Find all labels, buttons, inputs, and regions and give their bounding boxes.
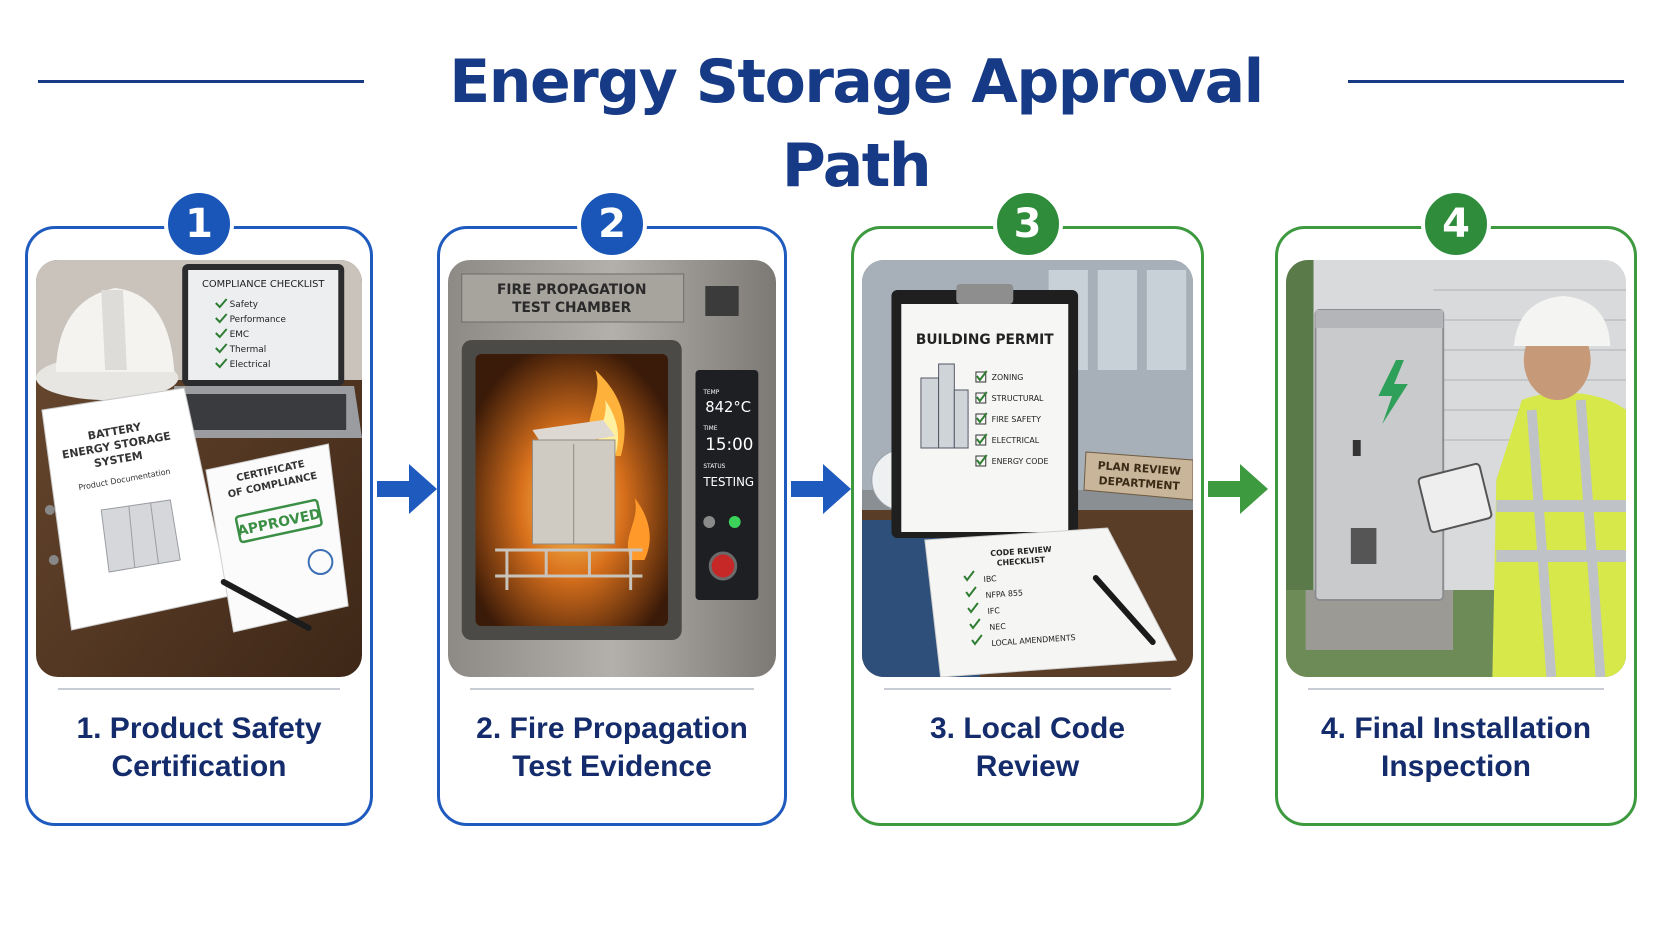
review-item: IFC (987, 606, 1000, 616)
step-photo-code-review: BUILDING PERMIT ZONING STRUCTURAL FIRE S… (862, 260, 1193, 677)
hardhat-icon (36, 288, 179, 400)
clipboard-icon (891, 284, 1079, 538)
lightning-bolt-icon (1378, 360, 1408, 424)
flow-arrow-right-icon (377, 464, 437, 514)
review-item: NFPA 855 (985, 588, 1023, 600)
pen-icon (220, 579, 312, 631)
status-readout: TESTING (702, 475, 754, 489)
clipboard-icon (1417, 462, 1493, 534)
step-label-line: 3. Local Code (929, 712, 1126, 745)
step-photo-certification: COMPLIANCE CHECKLIST Safety Performance … (36, 260, 362, 677)
chamber-title: FIRE PROPAGATION (497, 282, 646, 298)
temp-label: TEMP (702, 389, 719, 396)
card-divider (470, 688, 754, 690)
step-number-badge: 3 (992, 189, 1063, 259)
permit-item: ZONING (992, 373, 1024, 382)
page-title: Energy Storage Approval Path (449, 47, 1264, 201)
laptop-icon (166, 264, 362, 438)
indicator-light-icon (728, 516, 741, 528)
review-checklist-sheet (924, 527, 1178, 677)
card-divider (1308, 688, 1604, 690)
step-label-line: 4. Final Installation (1320, 712, 1592, 745)
step-card-1: 1 COMPLIANCE CHECKLIST (25, 189, 373, 826)
step-card-4: 4 (1275, 189, 1637, 826)
permit-items: ZONING STRUCTURAL FIRE SAFETY ELECTRICAL… (992, 373, 1049, 466)
battery-cabinet-icon (100, 499, 181, 573)
step-label: 2. Fire Propagation Test Evidence (450, 710, 774, 786)
step-label-line: 2. Fire Propagation (476, 712, 748, 745)
readouts: TEMP 842°C TIME 15:00 STATUS TESTING (702, 389, 754, 489)
flow-arrow-right-icon (791, 464, 851, 514)
checklist-item: Performance (230, 315, 287, 325)
step-label: 3. Local Code Review (864, 710, 1191, 786)
checklist-item: Thermal (229, 345, 267, 355)
checklist-title: COMPLIANCE CHECKLIST (202, 279, 325, 290)
step-label-line: Inspection (1380, 750, 1531, 783)
step-number-badge: 1 (164, 189, 234, 259)
step-card-3: 3 BUILDING PERMIT ZONING (851, 189, 1204, 826)
permit-item: ENERGY CODE (992, 457, 1049, 466)
seal-icon (307, 549, 334, 575)
title-bar: Energy Storage Approval Path (0, 40, 1672, 201)
checklist-item: EMC (230, 330, 249, 340)
building-icon (920, 363, 969, 449)
check-icons (975, 370, 988, 467)
indicator-light-icon (703, 516, 716, 528)
chamber-title: TEST CHAMBER (512, 300, 631, 316)
step-photo-fire-test: FIRE PROPAGATION TEST CHAMBER TEMP 842 (448, 260, 776, 677)
check-icons (215, 298, 228, 369)
title-rule-left (38, 80, 364, 83)
permit-title: BUILDING PERMIT (916, 332, 1054, 348)
checklist-item: Safety (230, 300, 259, 310)
status-label: STATUS (703, 463, 725, 470)
hardhat-icon (1513, 296, 1611, 346)
card-divider (58, 688, 340, 690)
review-title: CHECKLIST (996, 555, 1045, 568)
control-panel (695, 370, 759, 600)
step-number-badge: 4 (1421, 189, 1491, 259)
step-card-2: 2 FIRE PROPAGATION TEST CHAMBER (437, 189, 787, 826)
step-label-line: Test Evidence (512, 750, 712, 783)
review-item: NEC (989, 622, 1006, 632)
checklist-items: Safety Performance EMC Thermal Electrica… (229, 300, 287, 370)
step-label: 4. Final Installation Inspection (1288, 710, 1624, 786)
temp-readout: 842°C (705, 398, 751, 416)
time-label: TIME (702, 425, 717, 432)
certification-illustration: COMPLIANCE CHECKLIST Safety Performance … (36, 260, 362, 677)
department-sign: PLAN REVIEW DEPARTMENT (1083, 451, 1193, 501)
review-item: IBC (983, 574, 997, 584)
time-readout: 15:00 (705, 434, 753, 454)
permit-item: FIRE SAFETY (992, 415, 1041, 424)
step-label-line: Certification (111, 750, 287, 783)
pen-icon (1092, 575, 1156, 645)
vent-icon (705, 286, 739, 316)
svg-text:DEPARTMENT: DEPARTMENT (1098, 474, 1181, 493)
inspector-figure (1417, 296, 1626, 677)
flow-arrow-right-icon (1208, 464, 1268, 514)
step-label-line: Review (975, 750, 1080, 783)
review-title: CODE REVIEW (990, 545, 1052, 558)
test-rack (495, 548, 643, 590)
permit-item: STRUCTURAL (992, 394, 1044, 403)
fire-test-illustration: FIRE PROPAGATION TEST CHAMBER TEMP 842 (448, 260, 776, 677)
permit-item: ELECTRICAL (992, 436, 1040, 445)
inspection-illustration (1286, 260, 1626, 677)
emergency-stop-icon (708, 551, 738, 581)
checklist-item: Electrical (230, 360, 271, 370)
svg-text:PLAN REVIEW: PLAN REVIEW (1097, 459, 1181, 478)
code-review-illustration: BUILDING PERMIT ZONING STRUCTURAL FIRE S… (862, 260, 1193, 677)
certificate-icon (205, 443, 349, 633)
title-rule-right (1348, 80, 1624, 83)
check-icons (963, 570, 983, 646)
step-number-badge: 2 (577, 189, 647, 259)
card-divider (884, 688, 1171, 690)
step-photo-inspection (1286, 260, 1626, 677)
battery-cabinet-icon (1314, 309, 1445, 601)
step-label: 1. Product Safety Certification (38, 710, 360, 786)
step-label-line: 1. Product Safety (76, 712, 322, 745)
battery-module-icon (531, 420, 616, 545)
office-windows (1048, 270, 1187, 370)
